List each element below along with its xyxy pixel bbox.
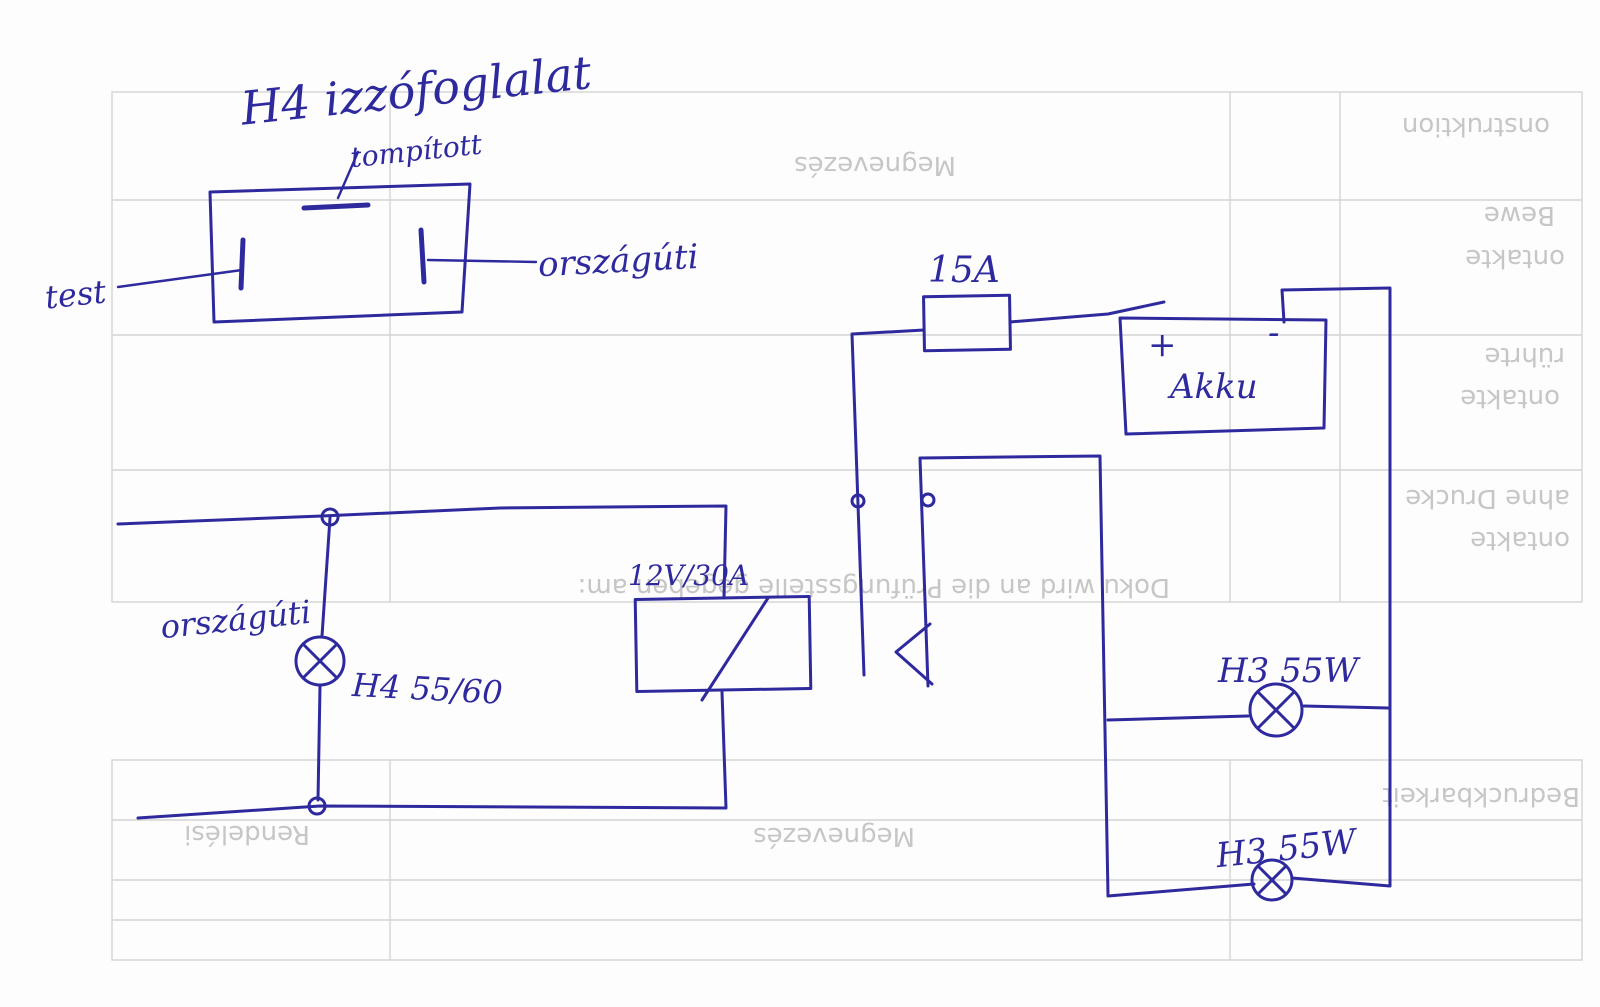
print-top-right: onstruktion — [1402, 111, 1550, 141]
label-fuse: 15A — [928, 250, 1000, 291]
label-test: test — [43, 272, 108, 316]
fuse-to-battery — [1008, 300, 1166, 324]
print-bottom-right: Bedruckbarkeit — [1382, 781, 1580, 811]
label-h3-upper: H3 55W — [1217, 651, 1361, 691]
h3-lower-bulb-symbol — [1250, 858, 1294, 902]
print-bottom-left: Rendelési — [184, 819, 310, 849]
upper-rail — [116, 504, 728, 600]
tompitott-leader — [336, 150, 360, 200]
fuse-body — [922, 293, 1012, 353]
terminal-left — [850, 493, 866, 509]
print-right-3: rührte — [1484, 341, 1565, 371]
print-top-center: Megnevezés — [794, 150, 956, 180]
socket-pin-top — [301, 202, 371, 211]
print-right-4: ontakte — [1460, 383, 1560, 413]
h4-bulb-symbol — [294, 635, 346, 687]
terminal-right — [920, 492, 936, 508]
socket-pin-right — [418, 227, 427, 285]
label-relay: 12V/30A — [628, 559, 749, 592]
print-right-6: ontakte — [1470, 525, 1570, 555]
label-battery-plus: + — [1148, 325, 1177, 365]
relay-coil — [633, 594, 813, 694]
print-right-5: ahne Drucke — [1405, 483, 1570, 513]
label-tompitott: tompított — [349, 128, 485, 175]
label-battery: Akku — [1167, 367, 1258, 407]
test-leader — [116, 268, 244, 289]
label-battery-minus: - — [1268, 313, 1280, 353]
relay-switch-slash — [700, 596, 770, 702]
print-right-1: Bewe — [1484, 200, 1555, 230]
h4-socket-sketch: H4 izzófoglalat tompított test országúti — [43, 45, 699, 324]
label-h4-bulb: H4 55/60 — [350, 666, 503, 712]
print-right-2: ontakte — [1465, 243, 1565, 273]
bulb-feed-upper — [320, 516, 332, 638]
left-supply-wire — [850, 328, 926, 677]
h3-upper-bulb-symbol — [1248, 682, 1304, 738]
battery-negative-wire — [1280, 286, 1392, 888]
h3-upper-feed — [1106, 714, 1250, 722]
battery-body — [1118, 316, 1328, 436]
switch-arrow — [894, 622, 934, 686]
junction-lower — [307, 796, 327, 816]
socket-outline — [208, 182, 472, 324]
orszagiti-leader — [426, 258, 538, 264]
junction-upper — [320, 507, 340, 527]
background-print: Megnevezés onstruktion Bewe ontakte rühr… — [111, 91, 1583, 961]
lower-rail — [136, 690, 728, 820]
socket-pin-left — [238, 237, 246, 291]
h3-upper-return — [1302, 704, 1390, 710]
relay-circuit: országúti H4 55/60 12V/30A — [116, 504, 813, 820]
label-orszagiti-left: országúti — [159, 593, 313, 647]
bulb-feed-lower — [316, 684, 322, 802]
print-middle: Doku wird an die Prüfungsstelle gegeben … — [578, 572, 1170, 602]
print-bottom-center: Megnevezés — [753, 821, 915, 851]
label-h3-lower: H3 55W — [1213, 821, 1361, 876]
socket-title: H4 izzófoglalat — [237, 45, 594, 136]
label-orszagiti-top: országúti — [537, 237, 699, 285]
switch-contact-wire — [918, 454, 1256, 898]
